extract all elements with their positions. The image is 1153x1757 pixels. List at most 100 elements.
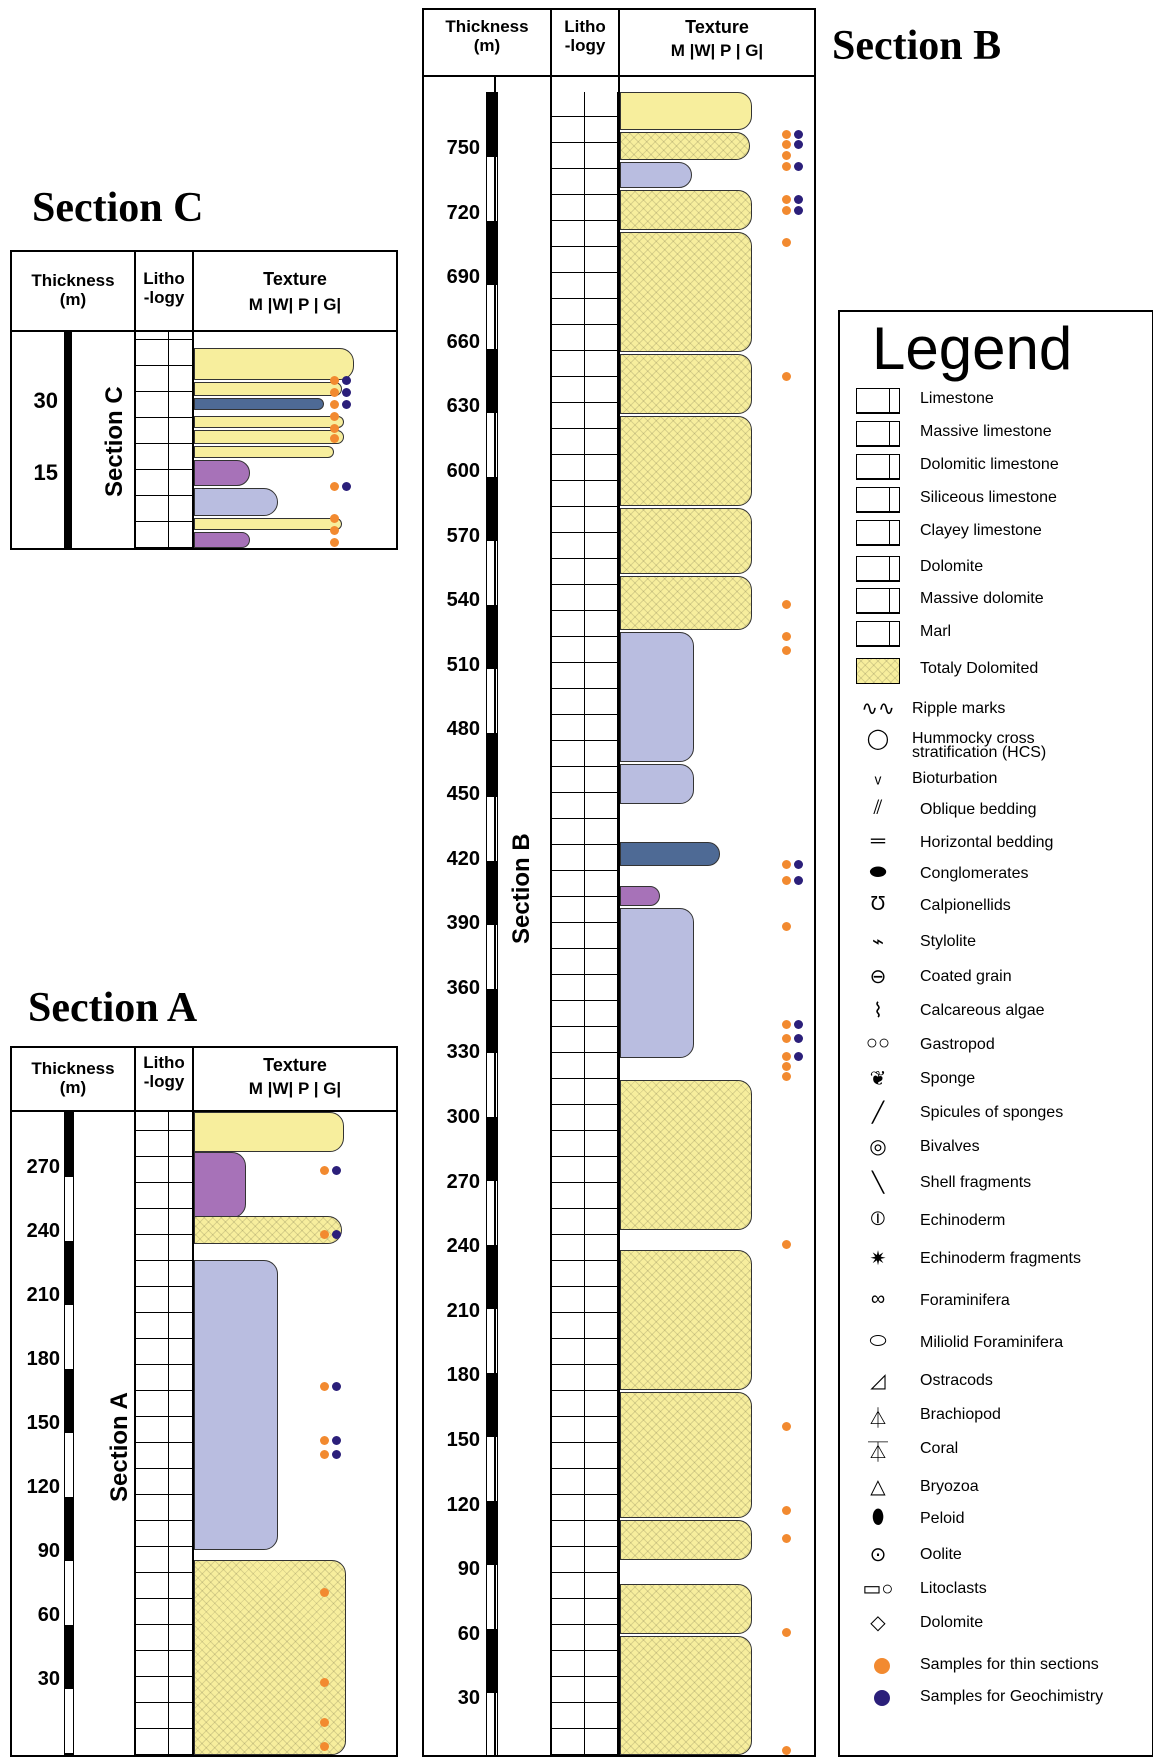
bed — [620, 92, 752, 130]
section-b-tick: 90 — [424, 1558, 480, 1581]
thin-section-sample-dot — [782, 372, 791, 381]
thin-section-sample-dot — [330, 400, 339, 409]
legend-symbol-icon: ⌇ — [854, 998, 902, 1026]
section-b-tick: 30 — [424, 1687, 480, 1710]
thin-section-sample-dot — [782, 1422, 791, 1431]
section-b-thickness-header: Thickness (m) — [424, 18, 550, 55]
legend-label: Samples for thin sections — [920, 1656, 1099, 1674]
bed — [620, 1584, 752, 1634]
bed — [620, 162, 692, 188]
bed — [194, 1260, 278, 1550]
section-b-tick: 210 — [424, 1300, 480, 1323]
texture-label: Texture — [194, 270, 396, 290]
thin-section-sample-dot — [782, 130, 791, 139]
legend-swatch — [856, 421, 900, 447]
legend-label: stratification (HCS) — [912, 744, 1046, 762]
section-b-tick: 60 — [424, 1623, 480, 1646]
thin-section-sample-dot — [320, 1450, 329, 1459]
thin-section-sample-dot — [320, 1382, 329, 1391]
section-a-title: Section A — [28, 984, 197, 1032]
section-a-tick: 210 — [12, 1284, 60, 1307]
section-b-tick: 240 — [424, 1235, 480, 1258]
thin-section-sample-dot — [782, 1020, 791, 1029]
section-b-litho-header: Litho -logy — [552, 18, 618, 55]
legend-label: Oblique bedding — [920, 801, 1037, 819]
bed — [620, 632, 694, 762]
section-c-lithology — [136, 332, 192, 548]
section-b-tick: 660 — [424, 331, 480, 354]
section-a-vertical-label: Section A — [106, 1382, 134, 1502]
legend-label: Sponge — [920, 1070, 975, 1088]
legend-label: Echinoderm — [920, 1212, 1005, 1230]
legend-label: Bivalves — [920, 1138, 980, 1156]
thin-section-sample-dot — [782, 922, 791, 931]
legend-symbol-icon: ═ — [854, 830, 902, 858]
legend-swatch — [856, 388, 900, 414]
thin-section-sample-dot — [782, 206, 791, 215]
legend-symbol-icon: ⌁ — [854, 929, 902, 957]
thin-section-sample-dot — [330, 514, 339, 523]
thin-section-sample-dot — [782, 1628, 791, 1637]
legend-label: Spicules of sponges — [920, 1104, 1063, 1122]
bed — [194, 1152, 246, 1218]
bed — [620, 416, 752, 506]
section-b-tick: 270 — [424, 1171, 480, 1194]
thin-section-dot-icon — [874, 1658, 890, 1674]
legend-label: Calpionellids — [920, 897, 1011, 915]
bed — [620, 842, 720, 866]
legend-swatch — [856, 487, 900, 513]
legend-label: Oolite — [920, 1546, 962, 1564]
thin-section-sample-dot — [320, 1742, 329, 1751]
bed — [620, 1520, 752, 1560]
geochemistry-sample-dot — [342, 400, 351, 409]
thin-section-sample-dot — [330, 526, 339, 535]
section-a-thickness-header: Thickness (m) — [12, 1060, 134, 1097]
legend-symbol-icon: Ʊ — [854, 893, 902, 921]
thin-section-sample-dot — [320, 1230, 329, 1239]
legend-symbol-icon: ⬮ — [854, 1506, 902, 1534]
geochemistry-sample-dot — [794, 130, 803, 139]
legend-swatch — [856, 520, 900, 546]
litho-label-2: -logy — [136, 1073, 192, 1092]
section-b-tick: 360 — [424, 977, 480, 1000]
section-b-tick: 720 — [424, 202, 480, 225]
section-b-lithology — [552, 92, 618, 1755]
section-a-litho-header: Litho -logy — [136, 1054, 192, 1091]
legend-symbol-icon: ⫽ — [854, 797, 902, 825]
texture-scale: M |W| P | G| — [194, 296, 396, 315]
geochemistry-sample-dot — [332, 1382, 341, 1391]
section-a-texture-header: Texture M |W| P | G| — [194, 1056, 396, 1098]
thin-section-sample-dot — [782, 600, 791, 609]
thin-section-sample-dot — [782, 140, 791, 149]
section-b-tick: 330 — [424, 1041, 480, 1064]
bed — [620, 232, 752, 352]
thin-section-sample-dot — [782, 1746, 791, 1755]
section-b-tick: 150 — [424, 1429, 480, 1452]
thin-section-sample-dot — [320, 1588, 329, 1597]
legend-label: Bioturbation — [912, 770, 997, 788]
legend-symbol-icon: ◎ — [854, 1134, 902, 1162]
section-a-tick: 150 — [12, 1412, 60, 1435]
legend-symbol-icon: ◯ — [854, 726, 902, 754]
legend-swatch — [856, 658, 900, 684]
legend-label: Limestone — [920, 390, 994, 408]
legend-label: Coated grain — [920, 968, 1012, 986]
legend-label: Horizontal bedding — [920, 834, 1053, 852]
legend-label: Bryozoa — [920, 1478, 979, 1496]
thickness-unit: (m) — [424, 37, 550, 56]
thin-section-sample-dot — [782, 162, 791, 171]
bed — [620, 132, 750, 160]
geochemistry-sample-dot — [332, 1436, 341, 1445]
bed — [194, 430, 344, 444]
section-a-tick: 270 — [12, 1156, 60, 1179]
geochemistry-dot-icon — [874, 1690, 890, 1706]
legend-symbol-icon: ▭○ — [854, 1576, 902, 1604]
legend-label: Dolomite — [920, 558, 983, 576]
geochemistry-sample-dot — [342, 376, 351, 385]
thickness-label: Thickness — [12, 272, 134, 291]
legend-symbol-icon: ⦶ — [854, 1208, 902, 1236]
thin-section-sample-dot — [782, 860, 791, 869]
section-a-tick: 120 — [12, 1476, 60, 1499]
litho-label-2: -logy — [552, 37, 618, 56]
legend-label: Gastropod — [920, 1036, 995, 1054]
